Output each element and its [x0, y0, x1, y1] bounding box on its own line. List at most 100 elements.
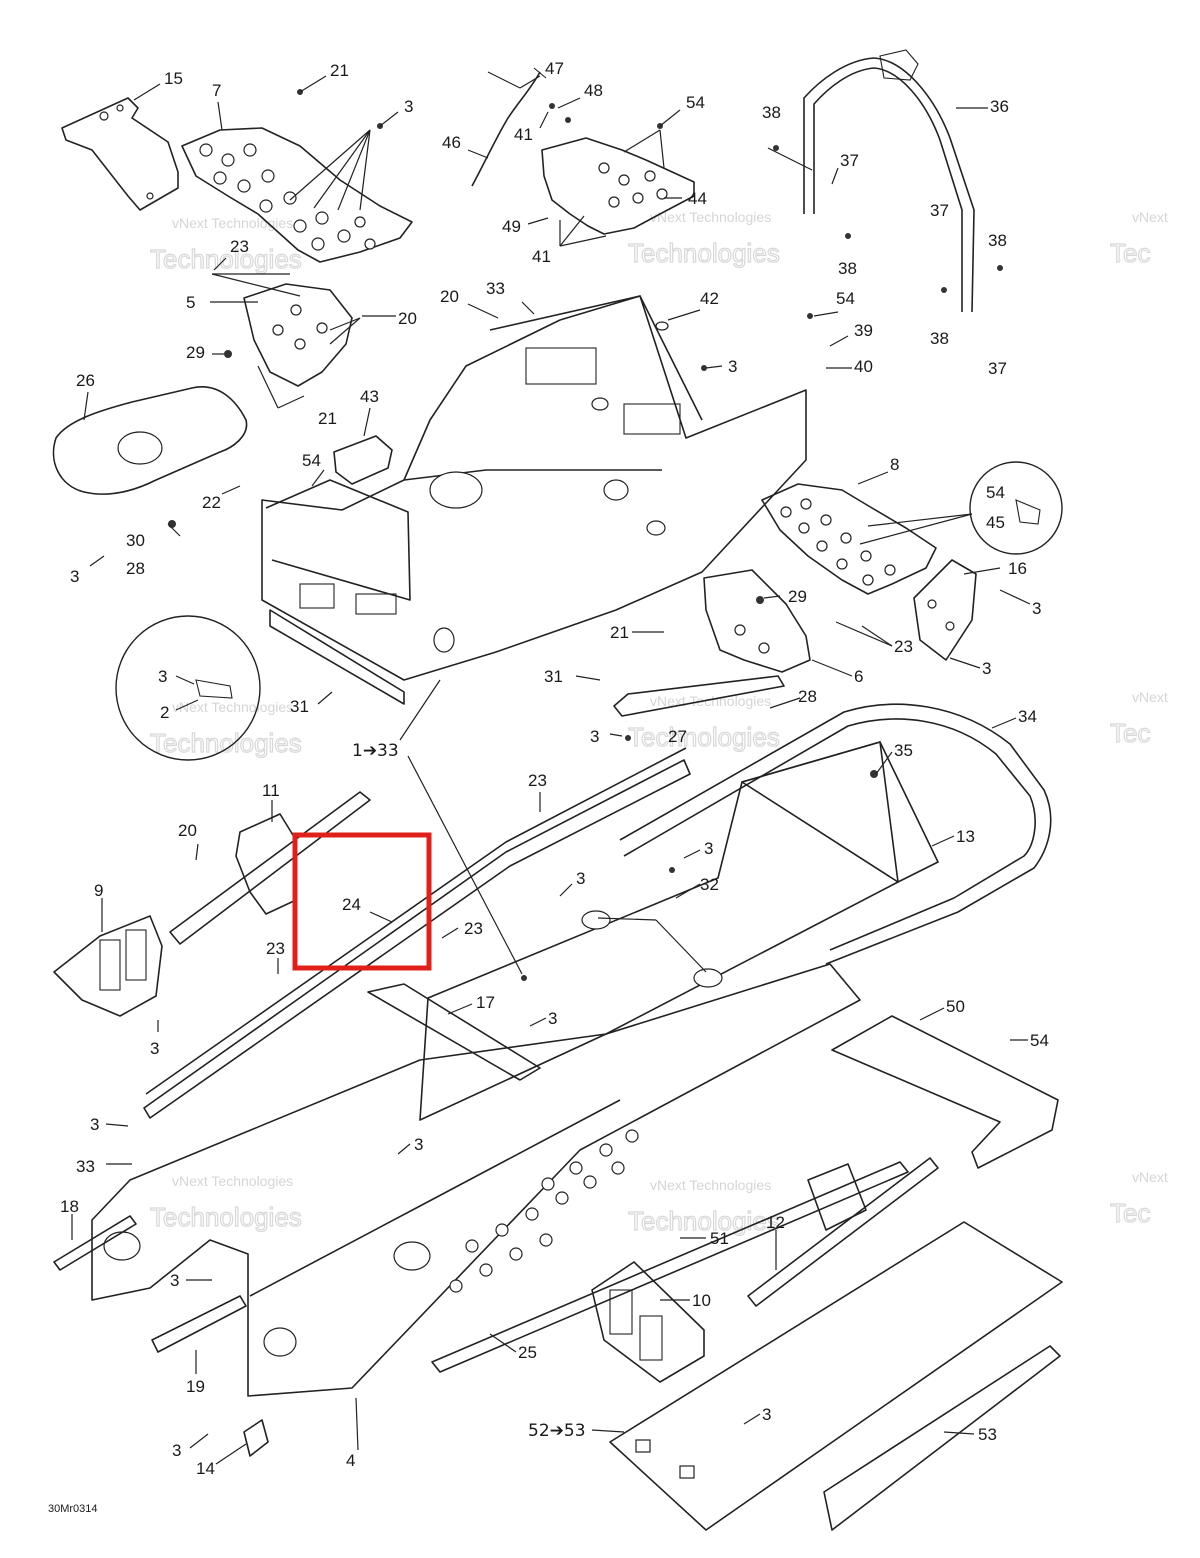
callout-3: 3: [404, 97, 413, 116]
callout-labels: 15 21 3 7 47 48 54 36 38 46 41 37 44 49 …: [48, 59, 1049, 1515]
callout-3: 3: [170, 1271, 179, 1290]
callout-21: 21: [318, 409, 337, 428]
part-52-plate: [609, 1221, 1063, 1531]
highlight-box[interactable]: [292, 832, 432, 971]
watermark-text: Technologies: [628, 1206, 780, 1236]
callout-23: 23: [464, 919, 483, 938]
watermark-text: vNext Technologies: [650, 209, 771, 225]
callout-23: 23: [266, 939, 285, 958]
callout-54: 54: [836, 289, 855, 308]
callout-2: 2: [160, 703, 169, 722]
part-13-plate: [741, 741, 939, 883]
part-23-rail: [143, 759, 691, 1119]
callout-3: 3: [728, 357, 737, 376]
callout-21: 21: [330, 61, 349, 80]
part-8-holes: [780, 498, 896, 586]
callout-34: 34: [1018, 707, 1037, 726]
part-6-bracket: [703, 569, 811, 673]
part-18-strip: [53, 1215, 137, 1271]
callout-25: 25: [518, 1343, 537, 1362]
callout-19: 19: [186, 1377, 205, 1396]
watermark-text: vNext: [1132, 689, 1168, 705]
callout-36: 36: [990, 97, 1009, 116]
watermark-text: Technologies: [150, 1202, 302, 1232]
callout-54: 54: [986, 483, 1005, 502]
callout-54: 54: [1030, 1031, 1049, 1050]
callout-11: 11: [262, 781, 280, 800]
watermark-group: vNext Technologies Technologies vNext Te…: [149, 209, 1168, 1237]
callout-41: 41: [514, 125, 533, 144]
watermark-text: vNext Technologies: [650, 693, 771, 709]
callout-5: 5: [186, 293, 195, 312]
callout-38: 38: [762, 103, 781, 122]
leader-lines: [71, 75, 1031, 1465]
callout-18: 18: [60, 1197, 79, 1216]
callout-3: 3: [158, 667, 167, 686]
part-27-bar: [613, 675, 785, 717]
callout-3: 3: [590, 727, 599, 746]
part-7-holes: [199, 143, 376, 251]
frame-lower-chassis: [91, 963, 861, 1397]
part-51-holes: [449, 1129, 639, 1293]
callout-3: 3: [982, 659, 991, 678]
callout-3: 3: [150, 1039, 159, 1058]
callout-14: 14: [196, 1459, 215, 1478]
watermark-text: Tec: [1110, 238, 1150, 268]
callout-50: 50: [946, 997, 965, 1016]
part-34-rail: [619, 703, 1052, 965]
callout-31: 31: [290, 697, 309, 716]
watermark-text: Technologies: [150, 244, 302, 274]
callout-20: 20: [398, 309, 417, 328]
callout-49: 49: [502, 217, 521, 236]
callout-37: 37: [840, 151, 859, 170]
callout-35: 35: [894, 741, 913, 760]
callout-53: 53: [978, 1425, 997, 1444]
callout-37: 37: [988, 359, 1007, 378]
callout-47: 47: [545, 59, 564, 78]
callout-39: 39: [854, 321, 873, 340]
callout-51: 51: [710, 1229, 729, 1248]
callout-26: 26: [76, 371, 95, 390]
callout-38: 38: [988, 231, 1007, 250]
part-code: 30Mr0314: [48, 1503, 98, 1515]
detail-circle-45: [969, 461, 1063, 555]
part-53-strip: [823, 1345, 1061, 1531]
watermark-text: Tec: [1110, 718, 1150, 748]
watermark-text: Technologies: [628, 722, 780, 752]
callout-54: 54: [686, 93, 705, 112]
part-drawings: [52, 49, 1063, 1531]
watermark-text: Technologies: [150, 728, 302, 758]
callout-29: 29: [186, 343, 205, 362]
frame-tunnel: [419, 741, 899, 1121]
part-7-plate: [181, 127, 413, 263]
callout-3: 3: [548, 1009, 557, 1028]
callout-23: 23: [894, 637, 913, 656]
callout-33: 33: [76, 1157, 95, 1176]
part-15-bracket: [61, 97, 179, 211]
callout-1-33: 1➔33: [352, 741, 399, 761]
callout-10: 10: [692, 1291, 711, 1310]
callout-20: 20: [440, 287, 459, 306]
callout-20: 20: [178, 821, 197, 840]
part-36-handle: [803, 57, 975, 313]
callout-16: 16: [1008, 559, 1027, 578]
callout-8: 8: [890, 455, 899, 474]
callout-3: 3: [1032, 599, 1041, 618]
part-10-bracket: [591, 1261, 705, 1383]
callout-3: 3: [414, 1135, 423, 1154]
callout-46: 46: [442, 133, 461, 152]
callout-22: 22: [202, 493, 221, 512]
callout-4: 4: [346, 1451, 355, 1470]
callout-6: 6: [854, 667, 863, 686]
part-44-bracket: [541, 137, 695, 235]
callout-7: 7: [212, 81, 221, 100]
callout-24: 24: [342, 895, 361, 914]
callout-12: 12: [766, 1213, 785, 1232]
watermark-text: vNext Technologies: [172, 699, 293, 715]
watermark-text: vNext Technologies: [650, 1177, 771, 1193]
watermark-text: vNext: [1132, 1169, 1168, 1185]
callout-3: 3: [90, 1115, 99, 1134]
part-19-strip: [151, 1295, 247, 1353]
callout-3: 3: [172, 1441, 181, 1460]
